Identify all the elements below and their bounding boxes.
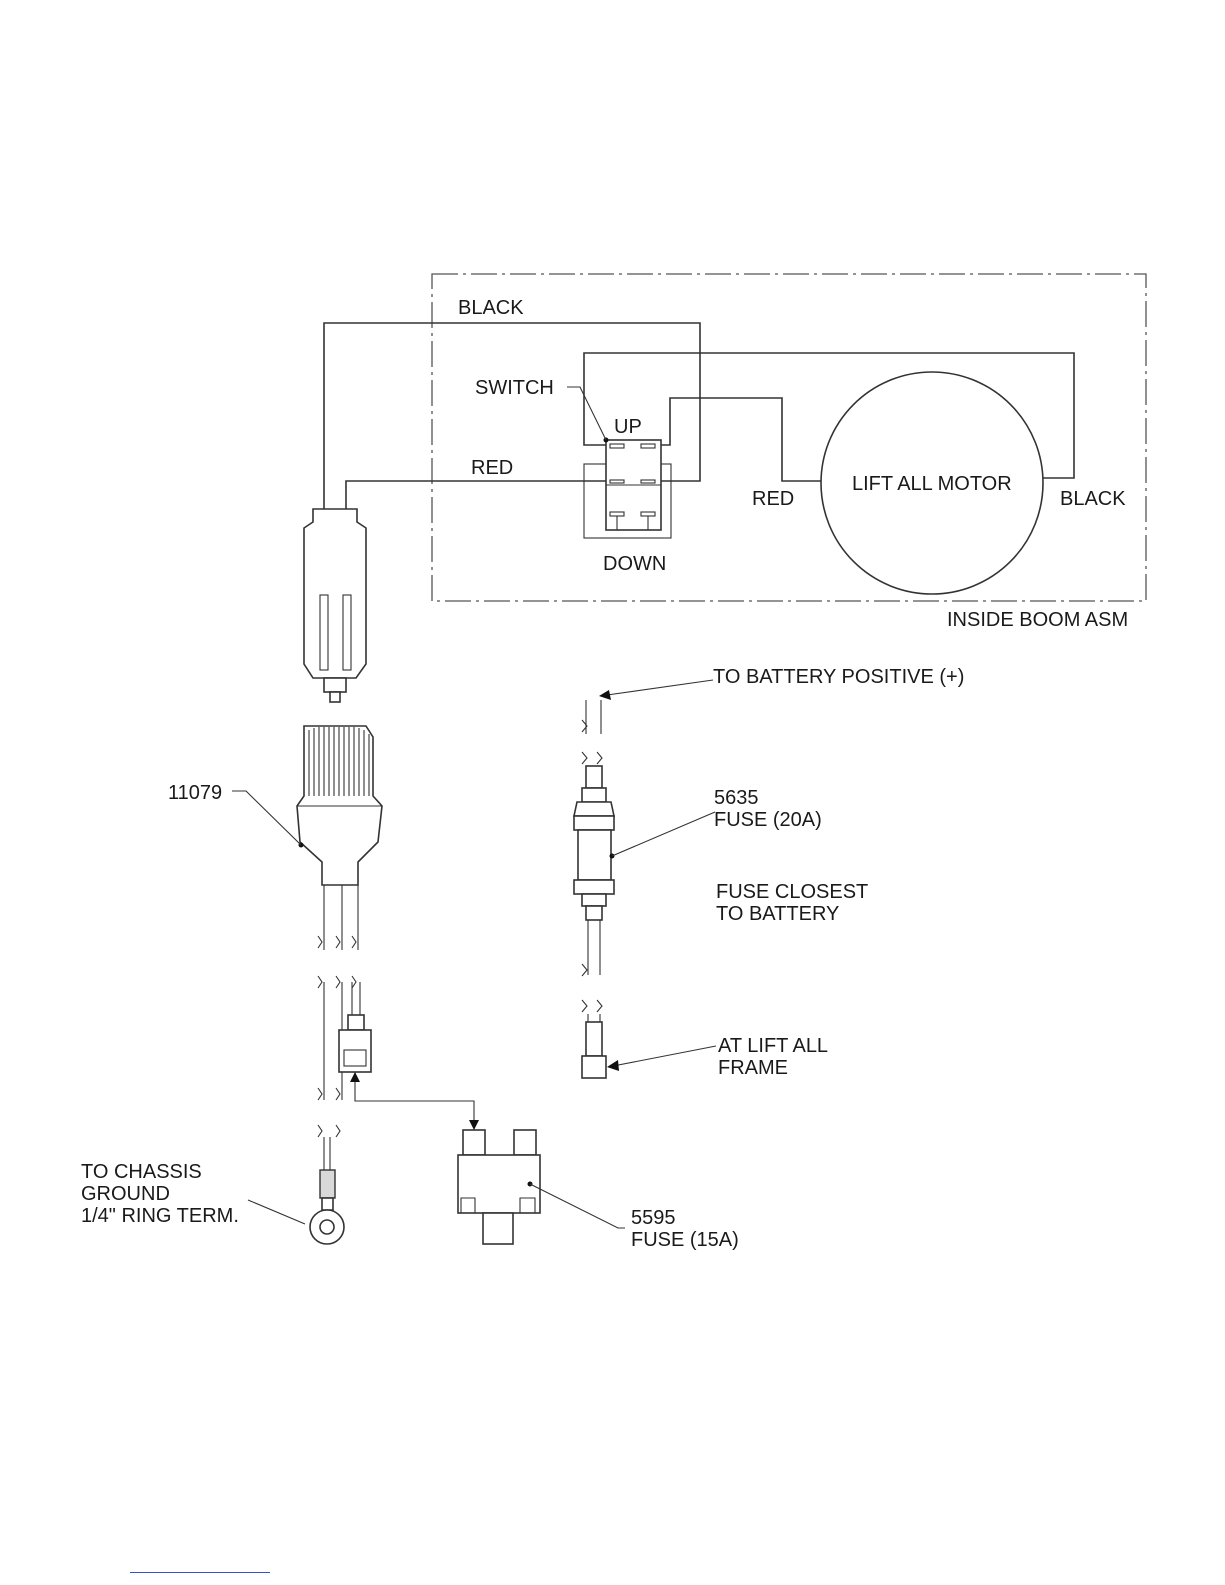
label-fuse20-desc: FUSE (20A) [714, 809, 822, 831]
red-wire-left [346, 481, 608, 509]
label-frame-1: AT LIFT ALL [718, 1035, 828, 1057]
label-fuse15-part: 5595 [631, 1207, 676, 1229]
label-fuse-closest-1: FUSE CLOSEST [716, 881, 868, 903]
plug-receptacle-11079 [297, 726, 382, 885]
label-motor: LIFT ALL MOTOR [852, 473, 1012, 495]
label-boundary: INSIDE BOOM ASM [947, 609, 1128, 631]
battery-leader [600, 680, 713, 696]
label-fuse20-part: 5635 [714, 787, 759, 809]
label-up: UP [614, 416, 642, 438]
label-frame-2: FRAME [718, 1057, 788, 1079]
frame-leader [608, 1046, 716, 1067]
label-black-motor: BLACK [1060, 488, 1126, 510]
ground-leader [248, 1200, 305, 1224]
frame-connector [582, 1000, 606, 1078]
cigarette-plug [304, 509, 366, 702]
label-battery-positive: TO BATTERY POSITIVE (+) [713, 666, 964, 688]
ring-terminal [310, 1137, 344, 1244]
battery-wire-end [582, 700, 601, 734]
ground-cable [318, 885, 360, 1137]
label-plug-part: 11079 [168, 782, 222, 804]
battery-arrow [599, 690, 611, 700]
label-black-top: BLACK [458, 297, 524, 319]
label-switch: SWITCH [475, 377, 554, 399]
fuse15-leader [530, 1184, 625, 1228]
spade-connector [339, 1015, 371, 1072]
red-wire-motor [659, 398, 822, 481]
wire-arrow [350, 1072, 360, 1082]
fuse20-leader [612, 812, 715, 856]
fuse-15a [458, 1130, 540, 1244]
footer-link-underline[interactable] [130, 1572, 270, 1573]
rocker-switch [584, 438, 671, 539]
label-ground-2: GROUND [81, 1183, 170, 1205]
label-down: DOWN [603, 553, 666, 575]
label-ground-3: 1/4" RING TERM. [81, 1205, 239, 1227]
label-red-left: RED [471, 457, 513, 479]
label-ground-1: TO CHASSIS [81, 1161, 202, 1183]
label-fuse-closest-2: TO BATTERY [716, 903, 839, 925]
plug-part-leader [232, 791, 301, 845]
frame-arrow [607, 1060, 619, 1071]
switch-leader [567, 387, 606, 440]
label-fuse15-desc: FUSE (15A) [631, 1229, 739, 1251]
wire-arrow-2 [469, 1120, 479, 1130]
label-red-motor: RED [752, 488, 794, 510]
wire-to-fuse-15a [355, 1072, 474, 1130]
fuse-20a-holder [574, 752, 615, 976]
